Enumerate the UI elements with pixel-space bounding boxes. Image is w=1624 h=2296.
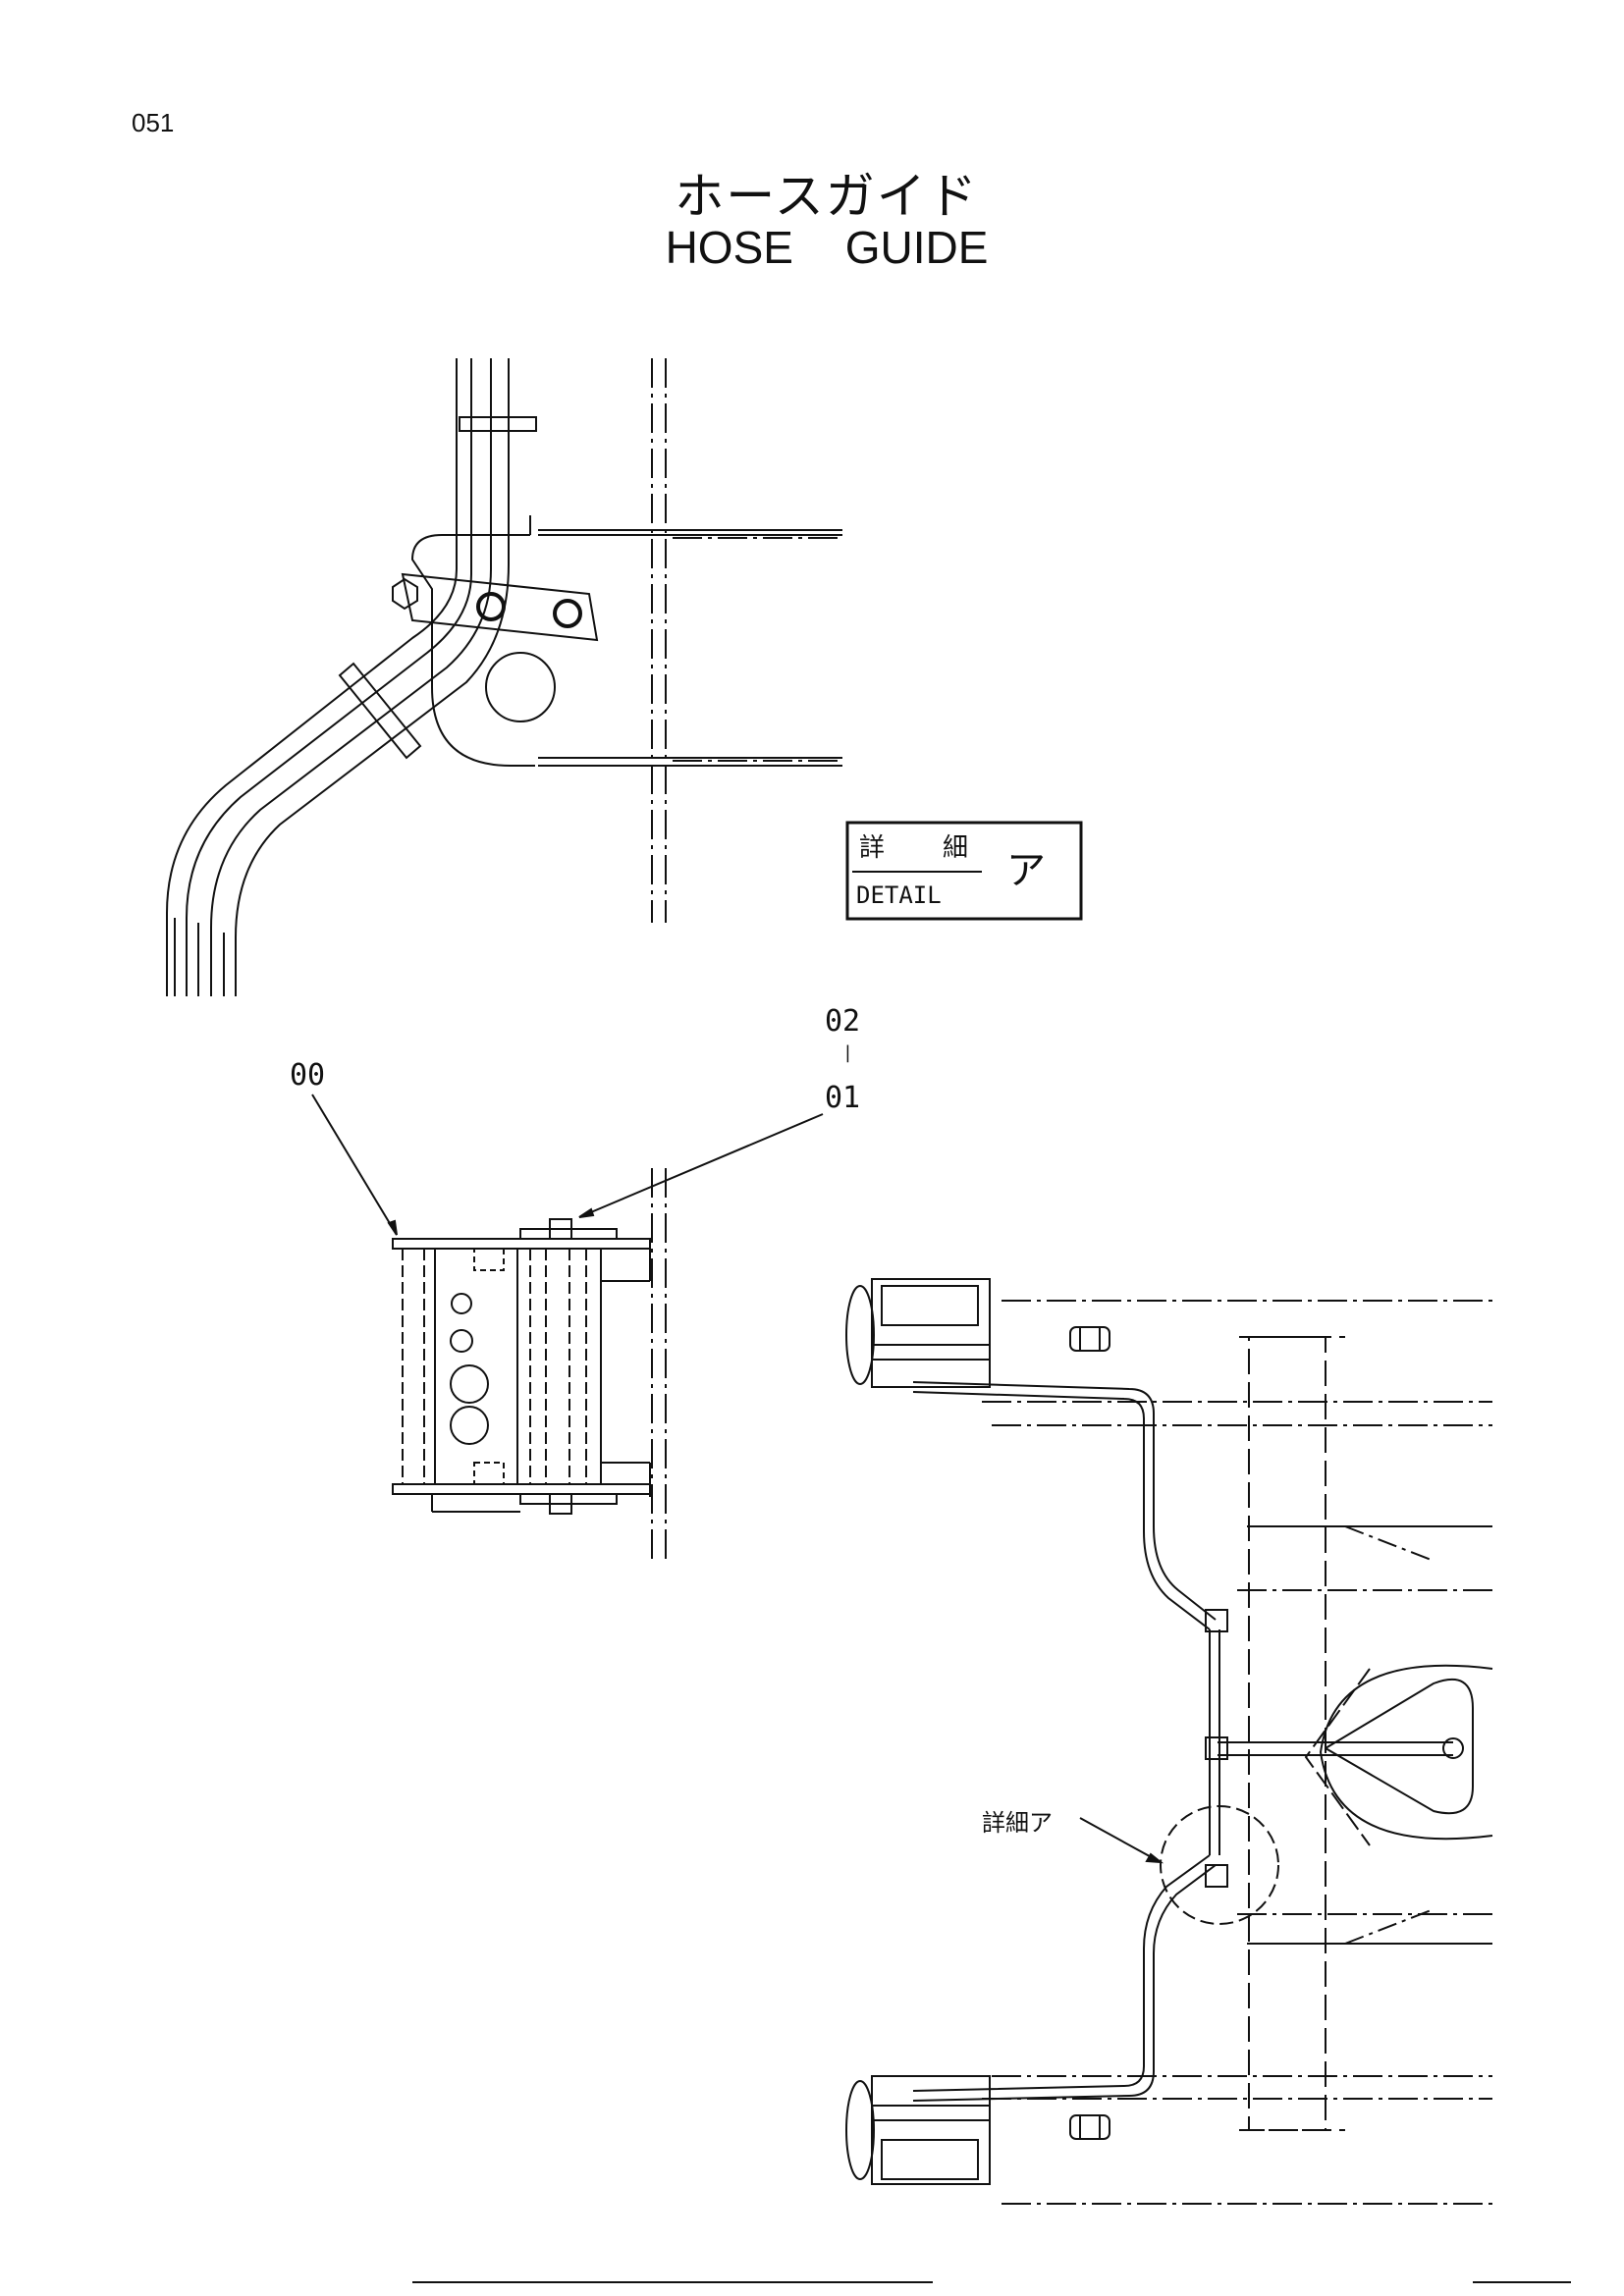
title-english: HOSE GUIDE — [665, 222, 989, 273]
detail-view — [166, 358, 842, 996]
detail-box-jp-2: 細 — [943, 833, 968, 863]
callout-detail-ref: 詳細ア — [982, 1809, 1053, 1837]
leader-detail — [1079, 1817, 1158, 1861]
detail-box — [845, 821, 1083, 921]
leader-01 — [578, 1113, 824, 1218]
side-view — [311, 1094, 824, 1561]
plan-view — [845, 1278, 1493, 2205]
callout-02: 02 — [825, 1004, 860, 1039]
page-number: 051 — [132, 108, 175, 137]
title-japanese: ホースガイド — [675, 168, 979, 225]
detail-box-mark: ア — [1006, 848, 1046, 893]
detail-box-en: DETAIL — [856, 881, 942, 909]
callout-01: 01 — [825, 1081, 860, 1115]
callout-separator: | — [842, 1042, 853, 1063]
callout-00: 00 — [290, 1058, 325, 1093]
leader-00 — [311, 1094, 398, 1236]
detail-box-jp-1: 詳 — [859, 833, 885, 863]
